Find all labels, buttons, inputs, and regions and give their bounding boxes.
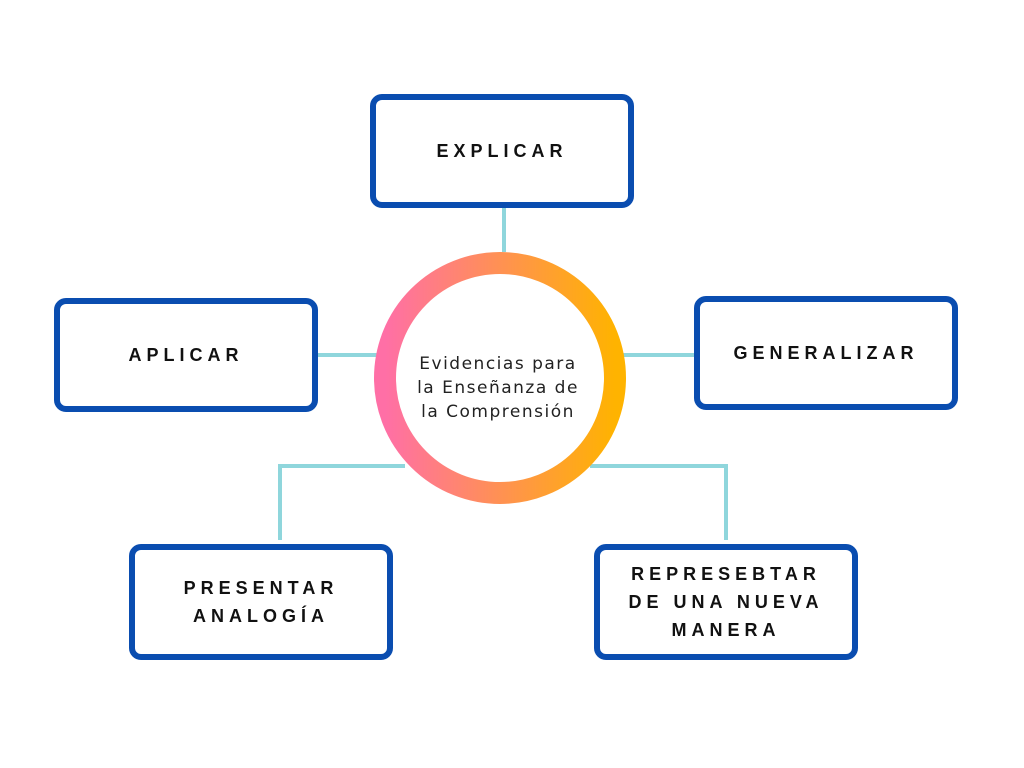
node-presentar-analogia: PRESENTAR ANALOGÍA bbox=[129, 544, 393, 660]
connector-bottom-left bbox=[278, 464, 405, 540]
node-generalizar: GENERALIZAR bbox=[694, 296, 958, 410]
node-explicar-label: EXPLICAR bbox=[436, 141, 568, 161]
center-ring bbox=[374, 252, 626, 504]
node-aplicar: APLICAR bbox=[54, 298, 318, 412]
center-label: Evidencias para la Enseñanza de la Compr… bbox=[417, 354, 579, 422]
node-aplicar-label: APLICAR bbox=[128, 345, 244, 365]
node-representar: REPRESEBTAR DE UNA NUEVA MANERA bbox=[594, 544, 858, 660]
node-representar-label: REPRESEBTAR DE UNA NUEVA MANERA bbox=[628, 564, 824, 640]
connector-bottom-right bbox=[590, 464, 728, 540]
node-explicar: EXPLICAR bbox=[370, 94, 634, 208]
node-generalizar-label: GENERALIZAR bbox=[733, 343, 919, 363]
node-presentar-analogia-label: PRESENTAR ANALOGÍA bbox=[183, 578, 339, 626]
